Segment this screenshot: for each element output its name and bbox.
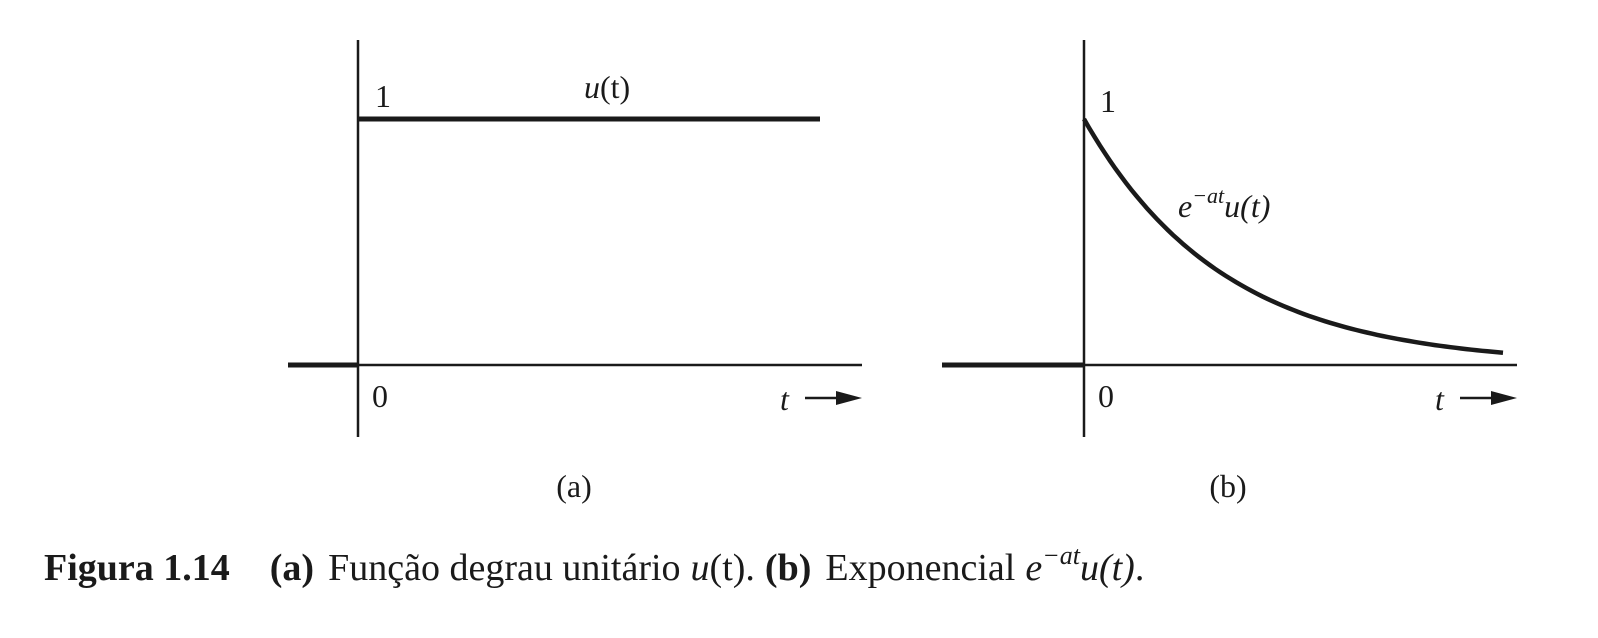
panel-b-label: (b) [1209, 468, 1246, 504]
caption-part-b-sup: −at [1042, 541, 1081, 570]
panel-a: 1 u(t) 0 t (a) [288, 40, 862, 504]
panel-b-x-axis-label: t [1435, 381, 1445, 417]
figure-caption: Figura 1.14 (a) Função degrau unitário u(t)… [44, 541, 1144, 589]
panel-a-curve-label-rest: (t) [600, 69, 630, 105]
panel-b: 1 e−atu(t) 0 t (b) [942, 40, 1517, 504]
panel-a-curve-label: u(t) [584, 69, 630, 105]
caption-end: . [1135, 547, 1145, 589]
caption-number: Figura 1.14 [44, 547, 230, 589]
caption-part-b-text: Exponencial [825, 547, 1015, 589]
panel-a-curve-label-base: u [584, 69, 600, 105]
caption-part-a-math: u [691, 547, 710, 589]
panel-a-y-tick-label: 1 [375, 78, 391, 114]
panel-b-exponential-curve [1082, 117, 1504, 356]
caption-part-b-rest: u(t) [1080, 547, 1135, 589]
caption-part-a-text: Função degrau unitário [328, 547, 680, 589]
caption-part-b-tag: (b) [765, 547, 811, 589]
panel-a-x-axis-label: t [780, 381, 790, 417]
panel-a-origin-label: 0 [372, 378, 388, 414]
panel-b-curve-label: e−atu(t) [1178, 183, 1270, 224]
panel-b-origin-label: 0 [1098, 378, 1114, 414]
caption-part-a-math-arg: (t) [710, 547, 746, 589]
panel-b-curve-label-base: e [1178, 188, 1192, 224]
panel-a-arrow-icon [805, 391, 862, 405]
caption-part-a-tag: (a) [270, 547, 314, 589]
panel-b-y-tick-label: 1 [1100, 83, 1116, 119]
panel-a-label: (a) [556, 468, 592, 504]
panel-b-curve-label-sup: −at [1192, 183, 1225, 208]
panel-b-arrow-icon [1460, 391, 1517, 405]
panel-b-curve-label-rest: u(t) [1224, 188, 1270, 224]
caption-part-b-base: e [1025, 547, 1042, 589]
caption-sep: . [745, 547, 755, 589]
